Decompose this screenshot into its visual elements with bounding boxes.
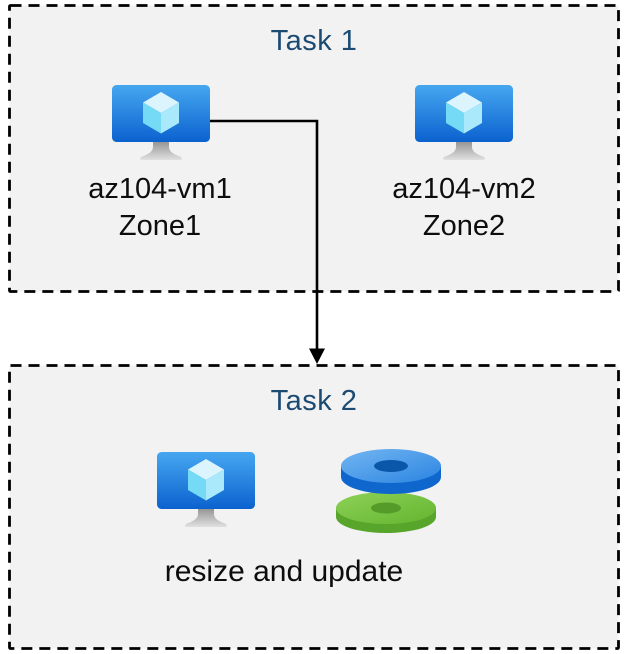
vm1-zone: Zone1 (118, 210, 202, 242)
disk-green (336, 492, 436, 533)
cube-glyph (143, 92, 179, 134)
task2-caption: resize and update (164, 555, 404, 588)
cube-glyph (446, 92, 482, 134)
vm2-icon (415, 85, 513, 160)
task1-title: Task 1 (270, 25, 358, 57)
vm2-label: az104-vm2 Zone2 (364, 171, 564, 245)
cube-glyph (188, 459, 224, 501)
task2-box (8, 364, 620, 650)
task1-box (8, 4, 620, 293)
vm2-zone: Zone2 (422, 210, 506, 242)
connector-arrowhead (309, 348, 325, 364)
disk-blue (341, 449, 441, 494)
vm1-icon (112, 85, 210, 160)
connector-line (210, 119, 319, 350)
task2-title: Task 2 (270, 385, 358, 417)
disks-icon (336, 449, 441, 533)
monitor-stand (443, 140, 485, 160)
monitor-stand (185, 507, 227, 527)
vm1-name: az104-vm1 (88, 173, 232, 205)
monitor-stand (140, 140, 182, 160)
vm1-label: az104-vm1 Zone1 (60, 171, 260, 245)
vm2-name: az104-vm2 (392, 173, 536, 205)
task2-vm-icon (157, 452, 255, 527)
